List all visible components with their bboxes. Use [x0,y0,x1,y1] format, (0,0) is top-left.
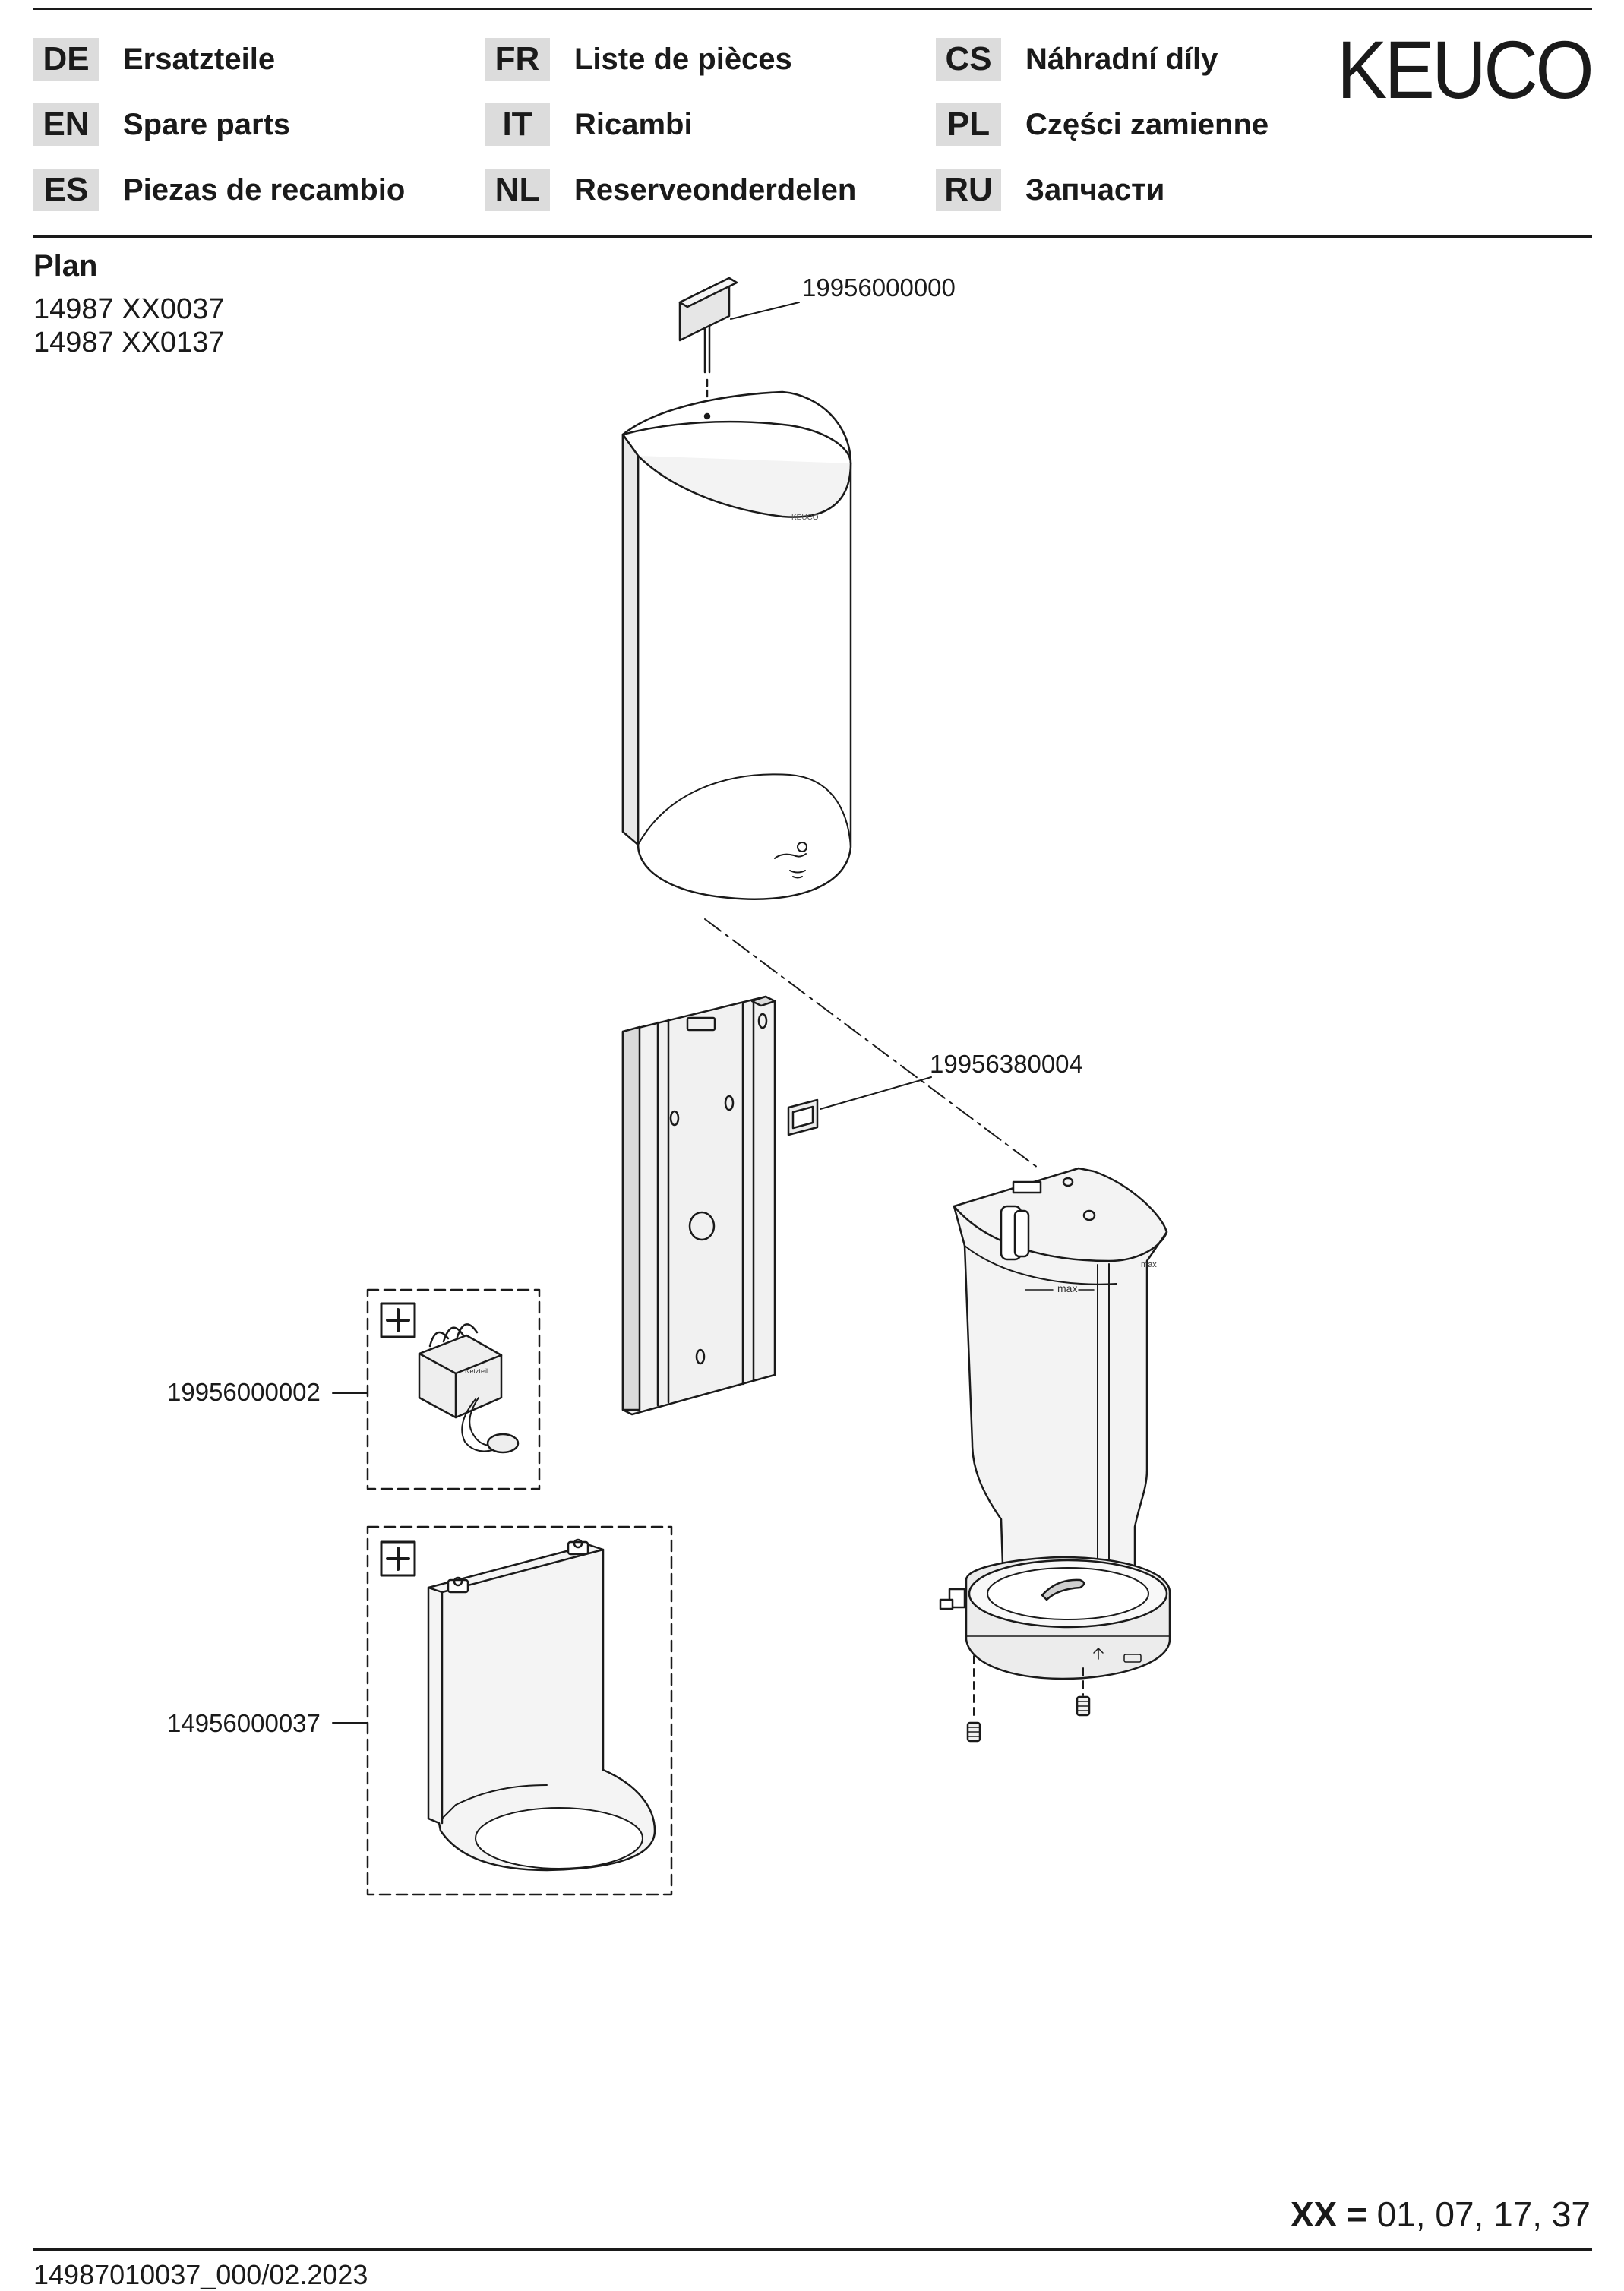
language-label: Ricambi [574,107,693,141]
language-code: FR [485,38,550,81]
language-label: Запчасти [1025,172,1165,207]
max-fill-mark: max [1057,1282,1077,1294]
language-code: EN [33,103,99,146]
language-PL: PL Części zamienne [936,103,1269,146]
language-code: DE [33,38,99,81]
language-ES: ES Piezas de recambio [33,169,405,211]
product-series: Plan [33,249,98,283]
language-code: PL [936,103,1001,146]
power-supply-kit: Netzteil [332,1288,541,1490]
language-label: Spare parts [123,107,291,141]
language-label: Náhradní díly [1025,42,1218,76]
callout-drip-tray: 14956000037 [167,1709,321,1737]
callout-key: 19956000000 [802,273,956,302]
window-part [787,1076,932,1136]
kit-plus-icon [380,1302,416,1338]
wall-rail [621,995,776,1416]
language-RU: RU Запчасти [936,169,1164,211]
drip-tray-kit [332,1525,673,1896]
language-code: CS [936,38,1001,81]
variant-values: 01, 07, 17, 37 [1376,2195,1591,2234]
language-DE: DE Ersatzteile [33,38,275,81]
variant-codes: XX = 01, 07, 17, 37 [1291,2194,1591,2235]
language-code: NL [485,169,550,211]
kit-plus-icon [380,1540,416,1577]
footer-rule [33,2248,1592,2251]
language-label: Piezas de recambio [123,172,406,207]
module-label: Netzteil [465,1367,488,1375]
language-IT: IT Ricambi [485,103,693,146]
language-label: Liste de pièces [574,42,792,76]
variant-label: XX = [1290,2195,1367,2234]
soap-container: max max [939,1167,1171,1743]
language-label: Ersatzteile [123,42,276,76]
language-code: IT [485,103,550,146]
key-part [678,276,800,400]
callout-window: 19956380004 [930,1050,1083,1078]
cover-logo-mark: KEUCO [791,514,819,522]
header-rule [33,235,1592,238]
language-label: Części zamienne [1025,107,1269,141]
model-number: 14987 XX0037 [33,293,225,325]
callout-power-supply: 19956000002 [167,1378,321,1406]
top-rule [33,8,1592,10]
language-code: RU [936,169,1001,211]
language-NL: NL Reserveonderdelen [485,169,856,211]
language-EN: EN Spare parts [33,103,290,146]
language-label: Reserveonderdelen [574,172,857,207]
svg-text:max: max [1141,1260,1157,1269]
language-code: ES [33,169,99,211]
language-CS: CS Náhradní díly [936,38,1218,81]
model-number: 14987 XX0137 [33,327,225,359]
document-id: 14987010037_000/02.2023 [33,2259,368,2290]
dispenser-cover: KEUCO [621,390,852,900]
brand-logo: KEUCO [1337,24,1594,115]
language-FR: FR Liste de pièces [485,38,792,81]
